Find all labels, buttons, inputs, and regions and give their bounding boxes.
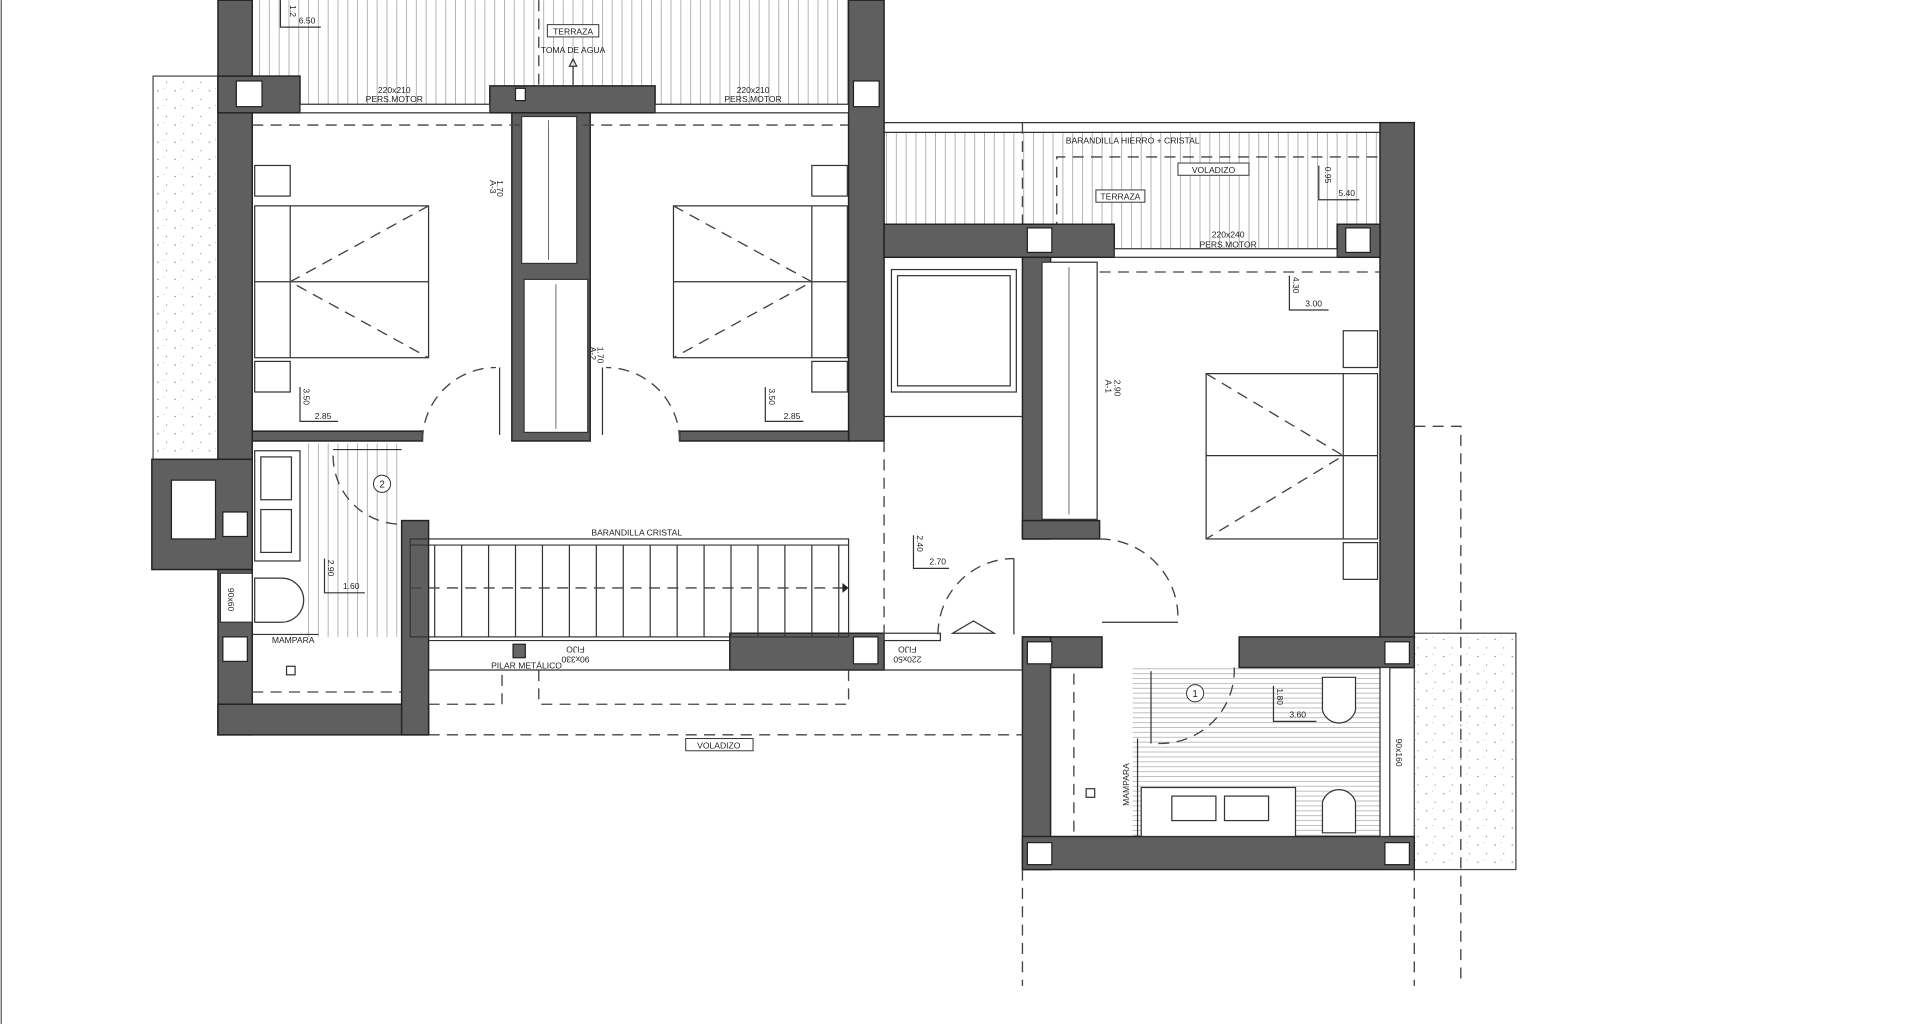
hall-fixed-window-size: 220x50 <box>893 654 921 664</box>
bedroom-right-dim-a: 3.50 <box>767 388 777 405</box>
bathroom-2-screen: MAMPARA <box>272 635 315 645</box>
doors <box>332 366 1235 745</box>
wardrobe-a3-code: A-3 <box>488 180 498 194</box>
left-planter <box>152 75 219 460</box>
bathroom-2-dim-b: 1.60 <box>343 581 360 591</box>
hall-fixed-window-label: FIJO <box>898 645 917 655</box>
bed-master <box>1205 330 1379 580</box>
metal-pillar-label: PILAR METÁLICO <box>491 661 562 671</box>
wardrobe-a2-code: A-2 <box>588 347 598 361</box>
annotations: 6.50 1.2 TERRAZA TOMA DE AGUA 220x210 PE… <box>226 0 1404 806</box>
bathroom-2-number: 2 <box>379 480 384 491</box>
railing-label: BARANDILLA HIERRO + CRISTAL <box>1066 135 1200 145</box>
window-master-size: 220x240 <box>1212 230 1245 240</box>
columns <box>170 80 1410 866</box>
window-master-type: PERS.MOTOR <box>1199 240 1256 250</box>
bedroom-left-dim-a: 3.50 <box>302 388 312 405</box>
water-tap-label: TOMA DE AGUA <box>541 45 606 55</box>
bathroom-2-window: 90x60 <box>226 588 236 612</box>
wardrobe-a2-width: 1.70 <box>596 347 606 364</box>
bed-left <box>254 164 430 393</box>
window-mid-type: PERS.MOTOR <box>724 94 781 104</box>
right-planter <box>1413 632 1517 871</box>
top-terrace-label: TERRAZA <box>553 26 593 36</box>
right-terrace-dim-b: 5.40 <box>1338 188 1355 198</box>
top-terrace-dim-b: 6.50 <box>299 15 316 25</box>
wardrobe-a3-width: 1.70 <box>495 180 505 197</box>
bed-right <box>672 164 848 393</box>
window-left-size: 220x210 <box>378 85 411 95</box>
right-terrace-dim-a: 0.95 <box>1323 167 1333 184</box>
wardrobe-a1-width: 2.90 <box>1112 380 1122 397</box>
staircase <box>409 538 1023 671</box>
master-dim-b: 3.00 <box>1305 298 1322 308</box>
bedroom-right-dim-b: 2.85 <box>784 411 801 421</box>
window-left-type: PERS.MOTOR <box>366 94 423 104</box>
water-tap-icon <box>568 57 578 86</box>
bathroom-1-window: 90x160 <box>1394 739 1404 767</box>
window-mid-size: 220x210 <box>737 85 770 95</box>
bathroom-1-dim-a: 1.80 <box>1275 688 1285 705</box>
master-dim-a: 4.30 <box>1291 277 1301 294</box>
bottom-overhang-label: VOLADIZO <box>697 740 741 750</box>
bedroom-left-dim-b: 2.85 <box>315 411 332 421</box>
right-overhang-label: VOLADIZO <box>1192 165 1236 175</box>
right-terrace-label: TERRAZA <box>1100 192 1140 202</box>
bathroom-1-dim-b: 3.60 <box>1289 710 1306 720</box>
wardrobe-a1-code: A-1 <box>1104 380 1114 394</box>
metal-pillar <box>512 643 526 659</box>
bathroom-1-screen: MAMPARA <box>1121 763 1131 806</box>
bathroom-1-number: 1 <box>1192 689 1197 700</box>
hall-dim-a: 2.40 <box>915 535 925 552</box>
stair-railing-label: BARANDILLA CRISTAL <box>591 527 682 537</box>
stair-fixed-window-size: 90x330 <box>561 654 589 664</box>
top-terrace-dim-a: 1.2 <box>288 5 298 17</box>
stair-fixed-window-label: FIJO <box>566 645 585 655</box>
hall-dim-b: 2.70 <box>929 557 946 567</box>
bathroom-2-dim-a: 2.90 <box>326 560 336 577</box>
